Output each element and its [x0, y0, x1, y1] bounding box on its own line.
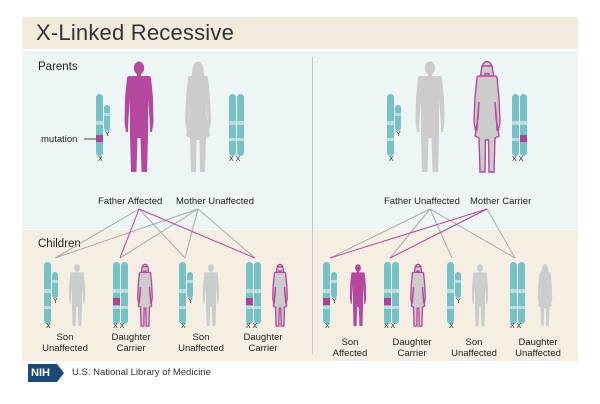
mutation-band	[96, 135, 103, 142]
right-child-3-son-unaffected	[447, 262, 489, 327]
chrom-y-label: Y	[188, 298, 193, 305]
chrom-x-label: X	[449, 323, 454, 330]
right-inheritance-lines	[329, 208, 516, 259]
children-section-label: Children	[38, 238, 81, 250]
right-father-label: Father Unaffected	[384, 196, 460, 207]
left-child-3-son-unaffected	[179, 262, 220, 327]
right-father-figure-unaffected	[415, 61, 445, 172]
left-father-chromosomes	[96, 94, 110, 156]
chrom-x-label: X	[389, 156, 394, 163]
left-mother-figure-unaffected	[185, 61, 211, 172]
left-father-figure-affected	[124, 61, 154, 172]
right-child-1-son-affected	[323, 262, 367, 327]
chrom-xx-label: X X	[384, 323, 396, 330]
chrom-x-label: X	[98, 156, 103, 163]
nih-logo: NIH	[28, 364, 64, 382]
chrom-x-label: X	[181, 323, 186, 330]
chrom-y-label: Y	[105, 131, 110, 138]
chrom-y-label: Y	[456, 298, 461, 305]
chrom-y-label: Y	[396, 131, 401, 138]
chrom-y-label: Y	[332, 298, 337, 305]
right-father-chromosomes	[387, 94, 401, 156]
chrom-xx-label: X X	[512, 156, 524, 163]
left-child-1-son-unaffected	[44, 262, 86, 327]
chrom-x-label: X	[325, 323, 330, 330]
right-child-4-daughter-unaffected	[510, 262, 553, 327]
chrom-x-label: X	[46, 323, 51, 330]
right-mother-figure-carrier	[473, 60, 501, 173]
left-child-2-daughter-carrier	[113, 262, 153, 327]
left-inheritance-lines	[54, 208, 256, 259]
left-child-4-daughter-carrier	[246, 262, 288, 327]
left-father-label: Father Affected	[98, 196, 163, 207]
parents-section-label: Parents	[38, 61, 78, 73]
left-mother-chromosomes	[229, 94, 244, 156]
title-bar: X-Linked Recessive	[22, 17, 578, 49]
chrom-y-label: Y	[53, 298, 58, 305]
right-mother-label: Mother Carrier	[470, 196, 532, 207]
chrom-xx-label: X X	[510, 323, 522, 330]
chrom-xx-label: X X	[229, 156, 241, 163]
right-child-2-daughter-carrier	[384, 262, 426, 327]
nlm-org-name: U.S. National Library of Medicine	[72, 367, 211, 378]
mutation-band	[520, 135, 527, 142]
mutation-label: mutation	[41, 134, 78, 145]
right-mother-chromosomes	[512, 94, 527, 156]
chrom-xx-label: X X	[246, 323, 258, 330]
left-mother-label: Mother Unaffected	[176, 196, 254, 207]
panel-divider	[312, 57, 313, 354]
chrom-xx-label: X X	[113, 323, 125, 330]
page-title: X-Linked Recessive	[36, 20, 235, 45]
